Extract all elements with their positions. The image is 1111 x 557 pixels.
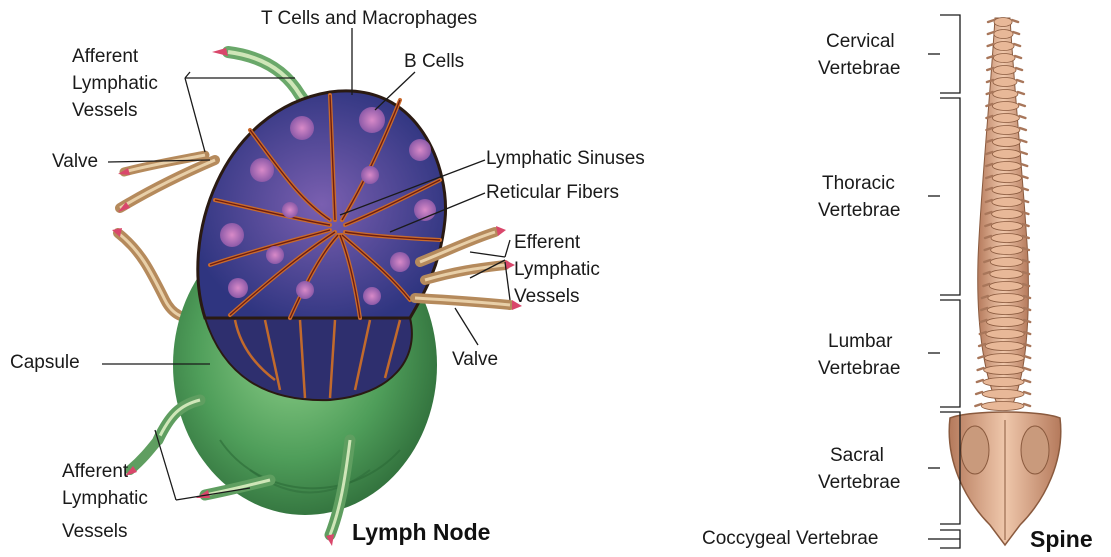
lymph-node-title: Lymph Node [352,519,490,546]
vertebra [992,174,1021,183]
label-valve-right: Valve [452,349,498,371]
vertebra [990,270,1023,279]
label-efferent-1: Efferent [514,232,580,254]
label-sacral-2: Vertebrae [818,472,900,494]
spine-title: Spine [1030,526,1093,553]
vertebra [993,54,1015,63]
vertebra [992,198,1022,207]
label-afferent-bottom-2: Lymphatic [62,488,148,510]
vertebra [986,330,1024,339]
vertebra [988,294,1024,303]
afferent-vessel-bottom-2 [125,440,158,476]
vertebra [981,402,1024,411]
label-afferent-bottom-1: Afferent [62,461,128,483]
label-sacral-1: Sacral [830,445,884,467]
vertebra [993,90,1018,99]
label-reticular-fibers: Reticular Fibers [486,182,619,204]
vertebra [984,366,1024,375]
label-cervical-2: Vertebrae [818,58,900,80]
label-afferent-bottom-3: Vessels [62,521,127,543]
vertebra [991,234,1023,243]
vertebra [992,114,1019,123]
vertebra [987,306,1024,315]
vertebra [992,162,1021,171]
vertebra [982,390,1024,399]
vertebra [992,150,1020,159]
label-thoracic-1: Thoracic [822,173,895,195]
vertebra [983,378,1024,387]
vertebra [985,342,1024,351]
efferent-vessel-3 [415,298,522,310]
label-t-cells-macrophages: T Cells and Macrophages [261,8,477,30]
label-cervical-1: Cervical [826,31,895,53]
vertebra [992,102,1018,111]
label-thoracic-2: Vertebrae [818,200,900,222]
label-coccygeal: Coccygeal Vertebrae [702,528,878,550]
label-efferent-3: Vessels [514,286,579,308]
label-lumbar-1: Lumbar [828,331,892,353]
vertebra [993,78,1017,87]
label-afferent-top-3: Vessels [72,100,137,122]
vertebra [987,318,1025,327]
vertebra [992,126,1019,135]
label-valve-left: Valve [52,151,98,173]
label-efferent-2: Lymphatic [514,259,600,281]
vertebra [991,246,1023,255]
label-b-cells: B Cells [404,51,464,73]
vertebra [992,210,1023,219]
efferent-vessel-2 [425,260,515,280]
label-capsule: Capsule [10,352,80,374]
label-afferent-top-1: Afferent [72,46,138,68]
vertebra [991,222,1022,231]
label-afferent-top-2: Lymphatic [72,73,158,95]
vertebra [992,138,1020,147]
vertebra [989,282,1023,291]
vertebra [994,30,1013,39]
vertebra [994,18,1012,27]
vertebra [994,42,1014,51]
vertebra [984,354,1024,363]
vertebra [990,258,1023,267]
vertebra [992,186,1022,195]
label-lymphatic-sinuses: Lymphatic Sinuses [486,148,645,170]
vertebra [993,66,1016,75]
label-lumbar-2: Vertebrae [818,358,900,380]
